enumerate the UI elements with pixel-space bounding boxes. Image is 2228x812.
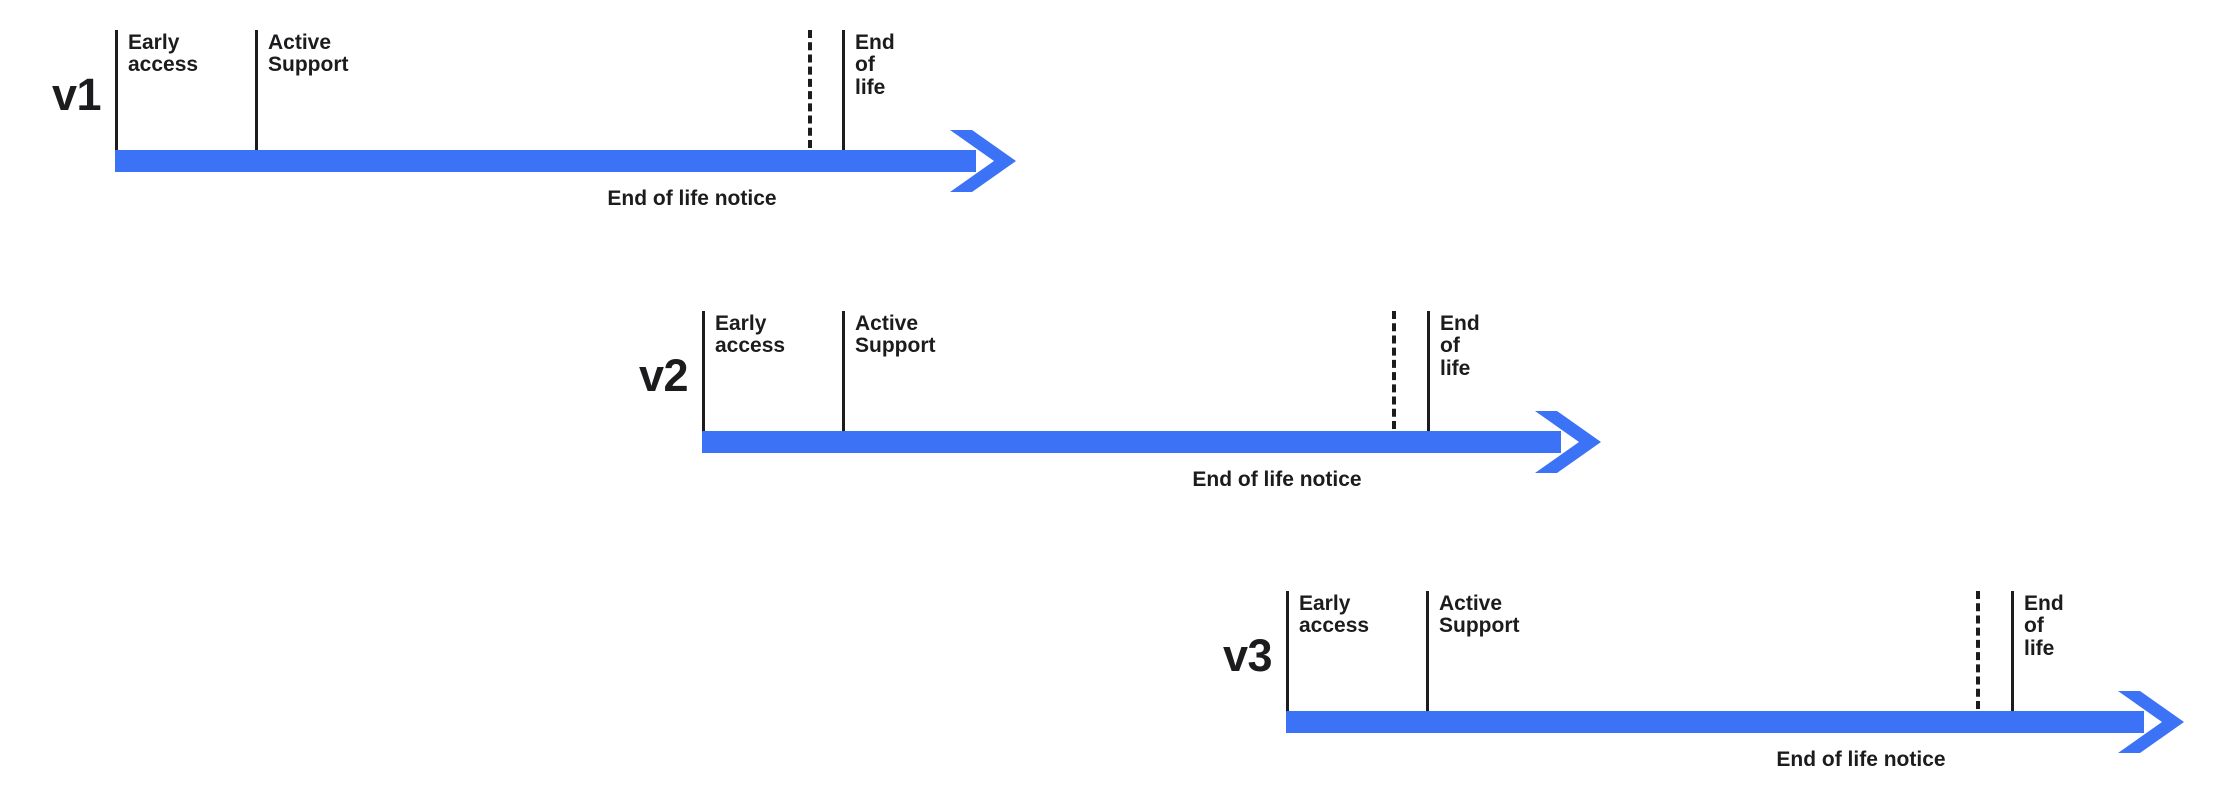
- arrow-shaft-v1: [115, 150, 976, 172]
- boundary-end-of-life-v1: [842, 30, 845, 152]
- segment-label-active-support-v3: Active Support: [1439, 592, 1520, 638]
- boundary-end-of-life-v3: [2011, 591, 2014, 713]
- boundary-end-of-life-notice-v2: [1392, 311, 1396, 429]
- boundary-early-access-end-v3: [1426, 591, 1429, 713]
- version-label-v3: v3: [1222, 630, 1273, 681]
- segment-label-end-of-life-v1: End of life: [855, 31, 895, 99]
- notice-label-v2: End of life notice: [1192, 468, 1362, 491]
- boundary-end-of-life-notice-v1: [808, 30, 812, 148]
- arrow-shaft-v2: [702, 431, 1561, 453]
- boundary-early-access-end-v1: [255, 30, 258, 152]
- lifecycle-arrow-v2: [702, 411, 1601, 473]
- arrow-head-v3: [2118, 691, 2184, 753]
- boundary-start-v3: [1286, 591, 1289, 713]
- lifecycle-arrow-v3: [1286, 691, 2184, 753]
- segment-label-active-support-v2: Active Support: [855, 312, 936, 358]
- version-label-v1: v1: [51, 69, 102, 120]
- boundary-end-of-life-v2: [1427, 311, 1430, 433]
- segment-label-early-access-v1: Early access: [128, 31, 199, 77]
- boundary-early-access-end-v2: [842, 311, 845, 433]
- notice-label-v3: End of life notice: [1776, 748, 1946, 771]
- notice-label-v1: End of life notice: [607, 187, 777, 210]
- arrow-head-v2: [1535, 411, 1601, 473]
- segment-label-early-access-v3: Early access: [1299, 592, 1370, 638]
- arrow-head-v1: [950, 130, 1016, 192]
- lifecycle-arrow-v1: [115, 130, 1016, 192]
- boundary-end-of-life-notice-v3: [1976, 591, 1980, 709]
- segment-label-early-access-v2: Early access: [715, 312, 786, 358]
- segment-label-end-of-life-v2: End of life: [1440, 312, 1480, 380]
- boundary-start-v1: [115, 30, 118, 152]
- version-label-v2: v2: [638, 350, 689, 401]
- boundary-start-v2: [702, 311, 705, 433]
- segment-label-active-support-v1: Active Support: [268, 31, 349, 77]
- arrow-shaft-v3: [1286, 711, 2144, 733]
- segment-label-end-of-life-v3: End of life: [2024, 592, 2064, 660]
